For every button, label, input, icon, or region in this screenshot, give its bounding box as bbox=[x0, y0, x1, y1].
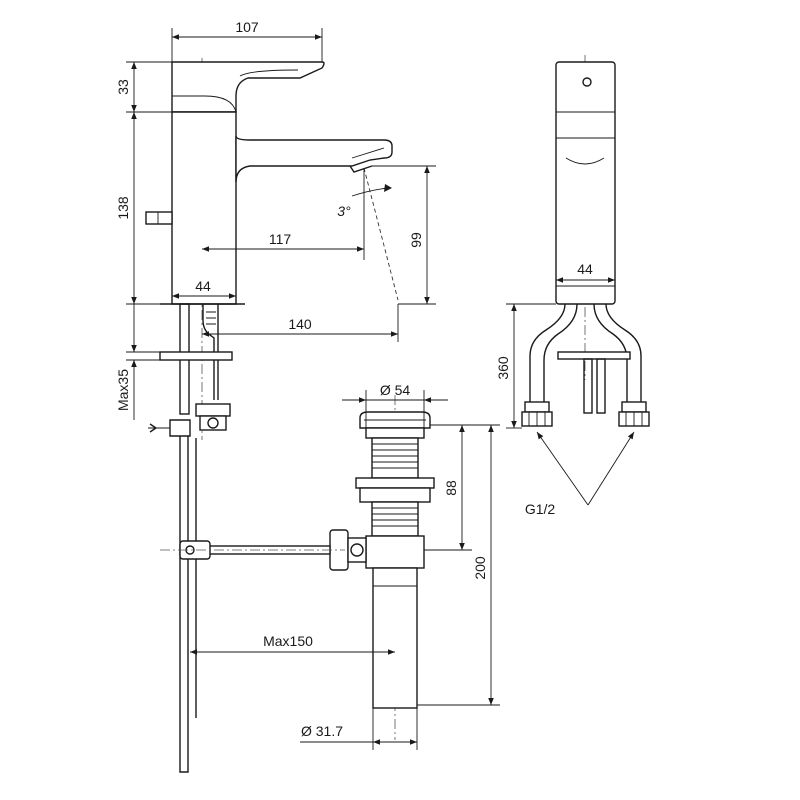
front-hose-left-inner bbox=[543, 303, 578, 402]
front-shank-2 bbox=[596, 358, 606, 414]
leader-g12-right bbox=[587, 431, 635, 506]
handle-parting-line bbox=[172, 95, 237, 113]
faucet-body bbox=[171, 111, 237, 305]
faucet-handle bbox=[171, 61, 325, 113]
label-body-height: 138 bbox=[115, 196, 131, 220]
handle-highlight bbox=[239, 69, 299, 77]
pushrod bbox=[179, 436, 189, 773]
connection-port bbox=[207, 417, 219, 429]
label-tail-diameter: Ø 31.7 bbox=[301, 723, 343, 739]
hose-braid bbox=[206, 311, 216, 325]
label-hose-length: 360 bbox=[495, 356, 511, 380]
label-handle-height: 33 bbox=[115, 79, 131, 95]
nut-left-flats bbox=[528, 412, 546, 426]
dimension-labels: 107 33 138 117 3° 99 44 140 Max35 44 360… bbox=[115, 19, 593, 739]
pivot-nut bbox=[329, 529, 349, 571]
nut-left-top bbox=[524, 401, 550, 413]
faucet-front-view bbox=[521, 55, 650, 427]
label-base-width-side: 44 bbox=[195, 278, 211, 294]
label-top-width: 107 bbox=[235, 19, 259, 35]
pivot-ball bbox=[350, 543, 364, 557]
drain-locknut-top bbox=[355, 477, 435, 489]
drain-body-lower bbox=[371, 501, 419, 537]
leader-g12-left bbox=[536, 431, 589, 506]
popup-knob bbox=[145, 211, 173, 225]
drain-body-upper bbox=[371, 437, 419, 479]
label-tilt-angle: 3° bbox=[337, 203, 351, 219]
pivot-housing bbox=[347, 537, 367, 563]
front-hose-right-outer bbox=[605, 303, 642, 402]
drain-tailpipe bbox=[372, 567, 418, 709]
label-drain-upper: 88 bbox=[443, 480, 459, 496]
front-indicator bbox=[582, 77, 592, 87]
label-reach-to-drain: 140 bbox=[288, 316, 312, 332]
drain-locknut bbox=[359, 487, 431, 503]
front-aerator bbox=[565, 157, 605, 165]
front-hose-left-outer bbox=[529, 303, 566, 402]
mounting-nut bbox=[195, 403, 231, 417]
clip-screw-tip bbox=[149, 423, 158, 433]
label-spout-height: 99 bbox=[408, 232, 424, 248]
pushrod-clip bbox=[169, 419, 191, 437]
label-spout-reach: 117 bbox=[269, 231, 292, 247]
label-drain-diameter: Ø 54 bbox=[380, 382, 411, 398]
drain-lower-threads bbox=[372, 507, 418, 527]
faucet-side-view bbox=[145, 58, 399, 773]
spout-edge bbox=[351, 147, 385, 159]
drain-upper-threads bbox=[372, 443, 418, 469]
label-max-countertop: Max35 bbox=[115, 369, 131, 411]
dimension-lines bbox=[126, 28, 635, 750]
label-connection-thread: G1/2 bbox=[525, 501, 556, 517]
label-base-width-front: 44 bbox=[577, 261, 593, 277]
drain-flange bbox=[365, 427, 425, 439]
nut-right-flats bbox=[625, 412, 643, 426]
connection-nut bbox=[199, 415, 227, 431]
countertop-slab bbox=[159, 351, 233, 361]
drain-pivot-body bbox=[365, 535, 425, 569]
front-countertop bbox=[557, 351, 631, 360]
nut-right-top bbox=[621, 401, 647, 413]
label-max-lever: Max150 bbox=[263, 633, 313, 649]
drain-assembly bbox=[160, 395, 435, 740]
front-shank bbox=[583, 358, 593, 414]
label-drain-total: 200 bbox=[472, 556, 488, 580]
faucet-spout bbox=[235, 135, 393, 183]
front-body bbox=[555, 61, 616, 305]
aerator bbox=[349, 165, 373, 173]
water-stream-line bbox=[363, 167, 399, 301]
